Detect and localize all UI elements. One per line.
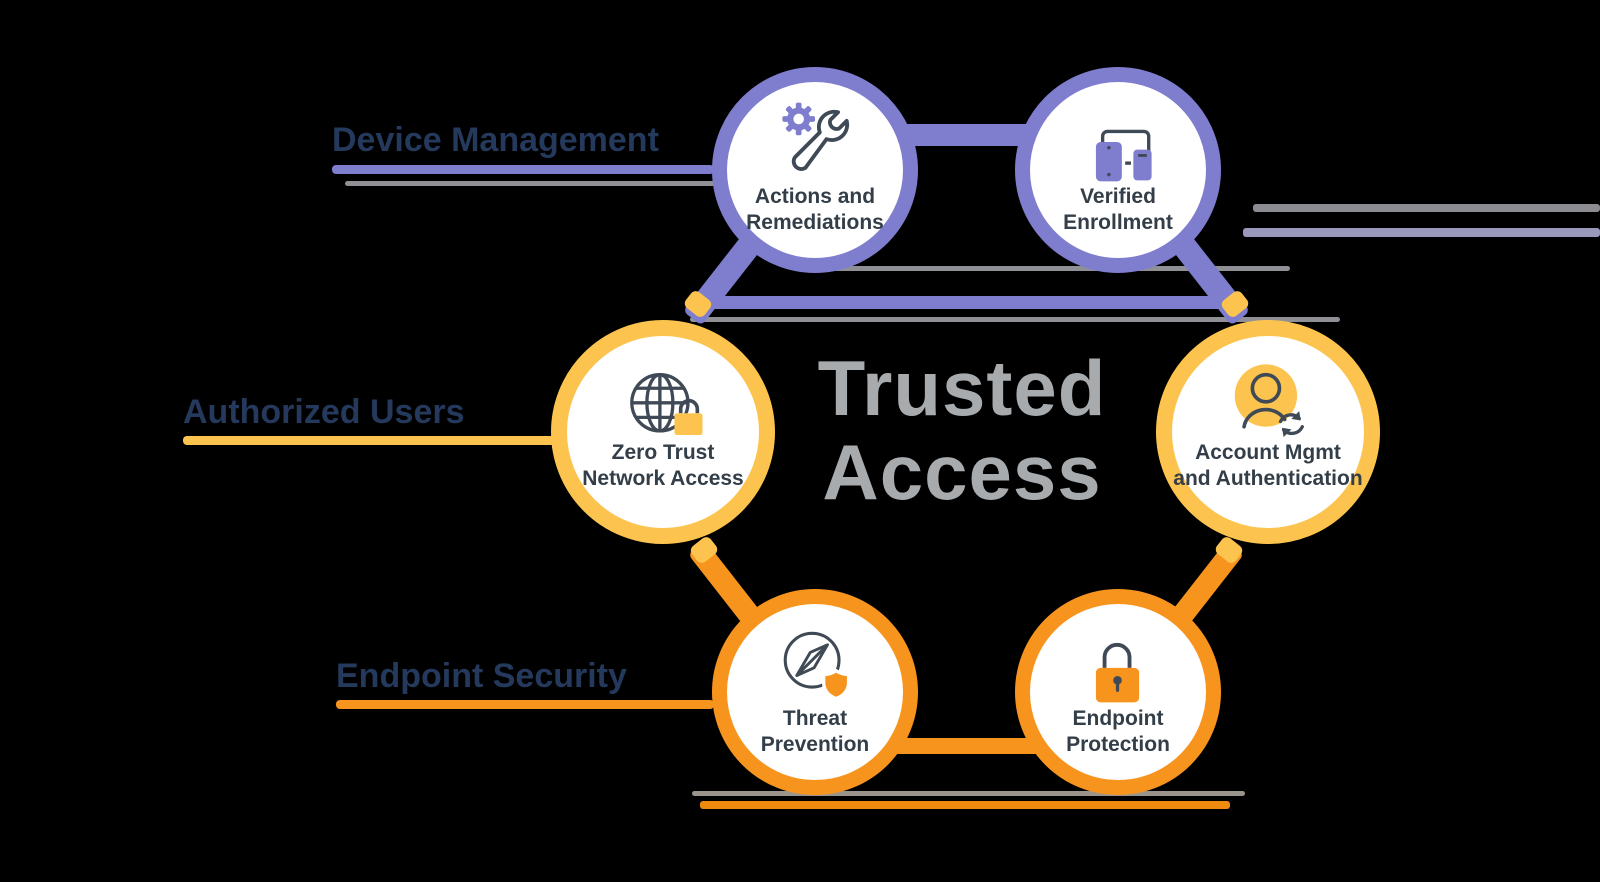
title-line-1: Trusted — [817, 344, 1107, 432]
node-zero-trust-network-access: Zero Trust Network Access — [551, 320, 775, 544]
user-sync-icon — [1234, 364, 1304, 438]
decorative-line — [345, 181, 715, 186]
compass-shield-icon — [783, 631, 851, 701]
node-account-mgmt-authentication: Account Mgmt and Authentication — [1156, 320, 1380, 544]
group-label-authorized-users: Authorized Users — [183, 393, 465, 431]
lock-icon — [1095, 642, 1140, 703]
node-verified-enrollment: Verified Enrollment — [1015, 67, 1221, 273]
node-caption: Threat Prevention — [760, 707, 870, 756]
node-caption: Account Mgmt and Authentication — [1173, 441, 1363, 490]
title-line-2: Access — [822, 428, 1102, 516]
decorative-line — [1243, 228, 1600, 237]
decorative-line — [815, 266, 1290, 271]
node-caption: Zero Trust Network Access — [582, 441, 744, 490]
group-label-endpoint-security: Endpoint Security — [336, 657, 627, 695]
decorative-line — [692, 791, 1245, 796]
diagram-title: Trusted Access — [712, 346, 1212, 514]
node-caption: Endpoint Protection — [1066, 707, 1170, 756]
wrench-gear-icon — [782, 102, 850, 171]
devices-icon — [1095, 129, 1152, 182]
node-caption: Verified Enrollment — [1063, 185, 1173, 234]
node-endpoint-protection: Endpoint Protection — [1015, 589, 1221, 795]
underline-device-management — [332, 165, 714, 174]
globe-lock-icon — [630, 373, 703, 436]
decorative-line — [1253, 204, 1600, 212]
decorative-line — [700, 801, 1230, 809]
node-caption: Actions and Remediations — [746, 185, 884, 234]
node-threat-prevention: Threat Prevention — [712, 589, 918, 795]
decorative-line — [690, 317, 1340, 322]
group-label-device-management: Device Management — [332, 121, 659, 159]
node-actions-and-remediations: Actions and Remediations — [712, 67, 918, 273]
connector-mid-crossbar — [690, 296, 1246, 309]
underline-endpoint-security — [336, 700, 714, 709]
underline-authorized-users — [183, 436, 559, 445]
